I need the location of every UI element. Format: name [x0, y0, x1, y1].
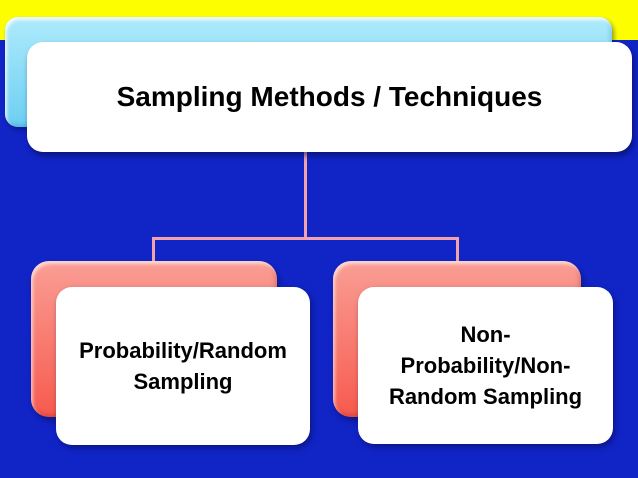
- node-label-probability: Probability/Random Sampling: [79, 338, 287, 394]
- connector-drop-left: [152, 237, 155, 263]
- diagram-title: Sampling Methods / Techniques: [116, 81, 543, 112]
- connector-horizontal: [152, 237, 459, 240]
- title-card: Sampling Methods / Techniques: [27, 42, 632, 152]
- node-card-probability: Probability/Random Sampling: [56, 287, 310, 445]
- node-card-non-probability: Non- Probability/Non- Random Sampling: [358, 287, 613, 444]
- connector-drop-right: [456, 237, 459, 263]
- node-label-non-probability: Non- Probability/Non- Random Sampling: [388, 322, 583, 409]
- connector-vertical-main: [304, 151, 307, 239]
